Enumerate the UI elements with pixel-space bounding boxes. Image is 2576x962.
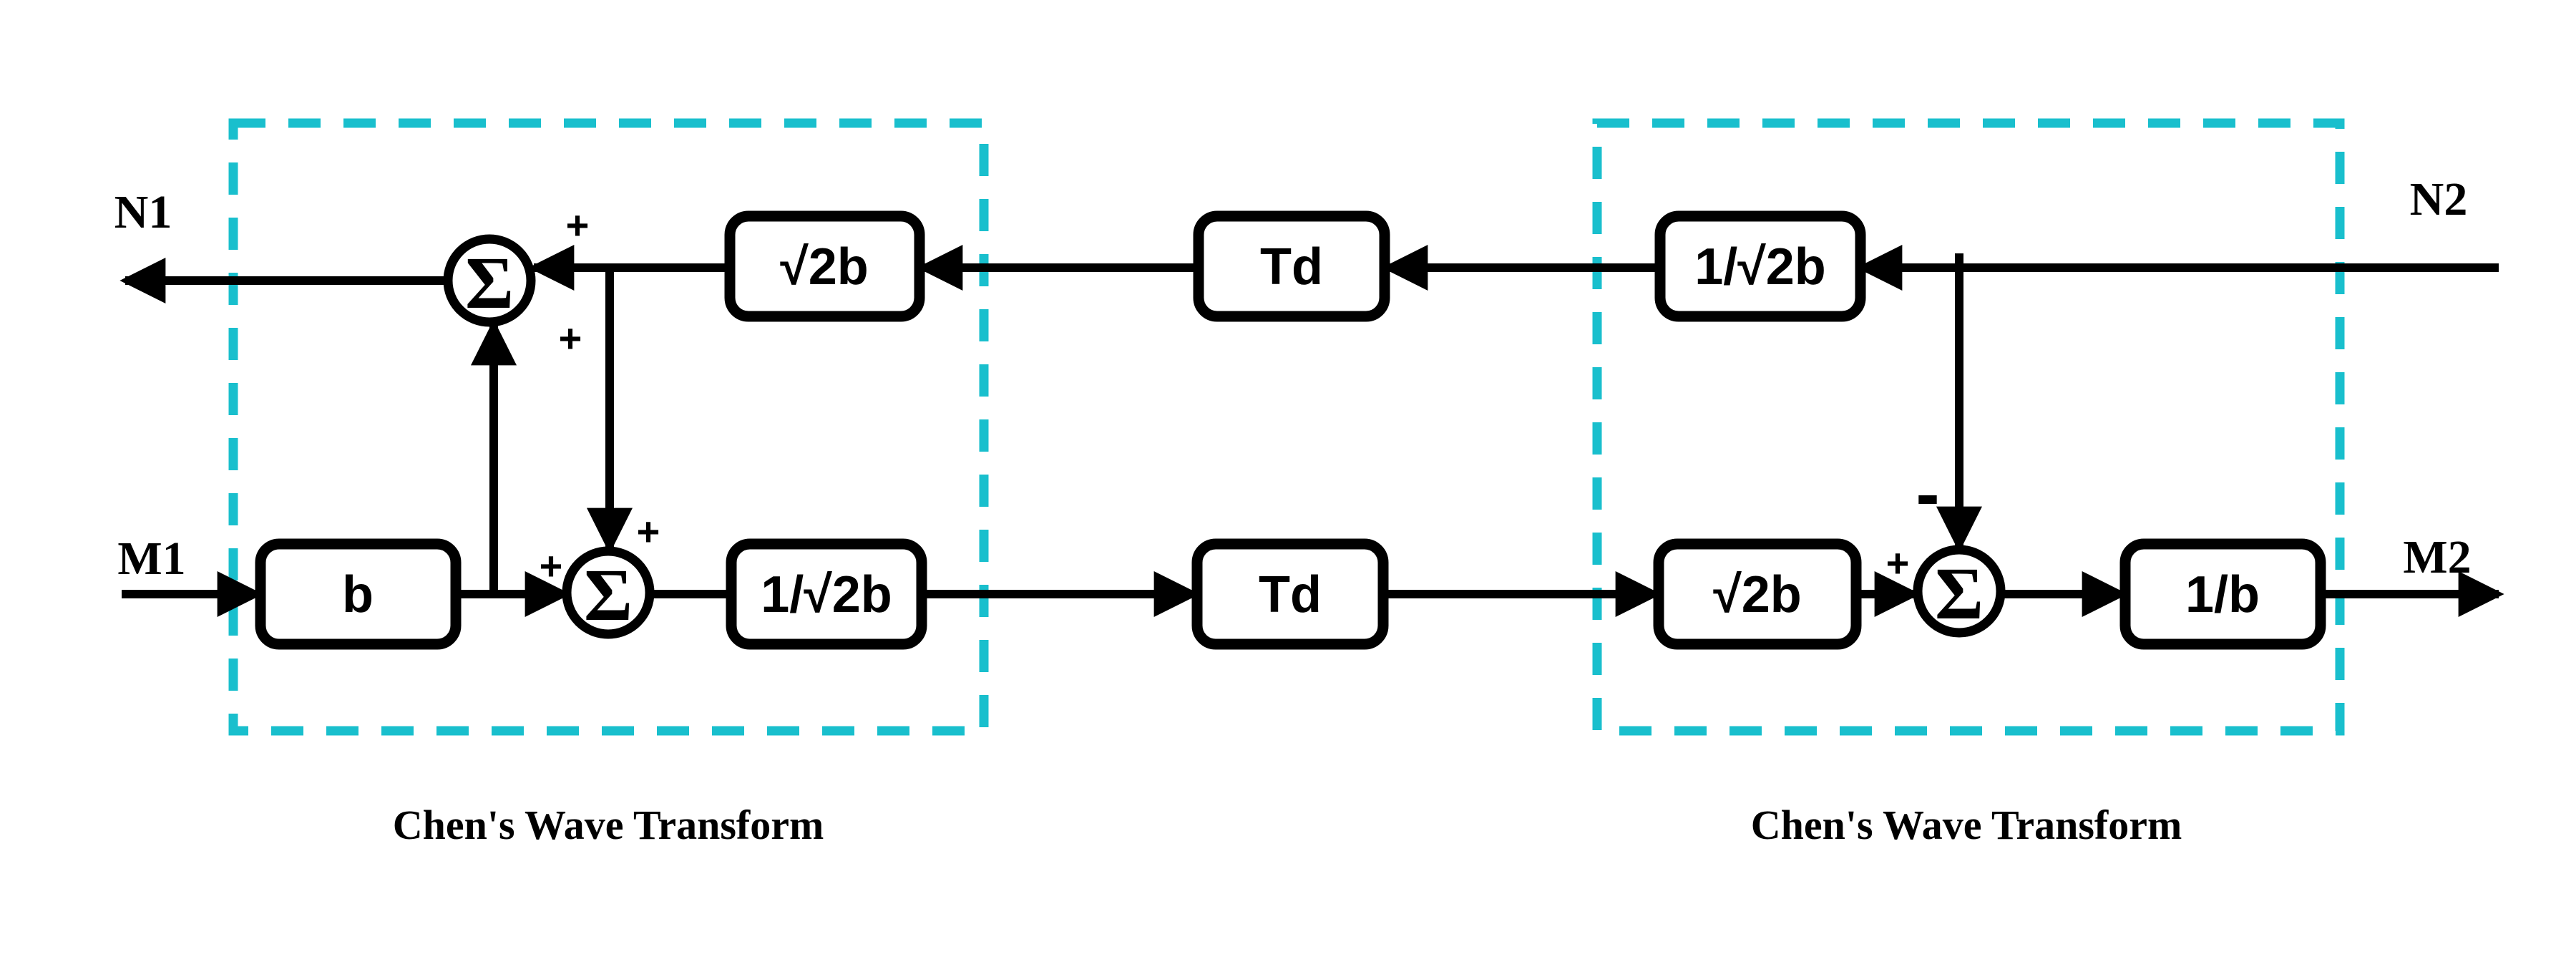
sum-left-top-sign-right: +	[566, 203, 590, 248]
block-right-top-gain-box	[1654, 210, 1866, 322]
block-bottom-delay-label: Td	[1259, 566, 1322, 623]
sum-junction-left-bottom: Σ + +	[540, 509, 660, 639]
port-label-m1: M1	[117, 533, 185, 585]
block-right-top-gain: 1/√2b	[1654, 210, 1866, 322]
block-left-bottom-gain: 1/√2b	[726, 538, 927, 650]
sum-junction-right: Σ + -	[1886, 454, 2006, 638]
block-left-bottom-gain-label: 1/√2b	[761, 566, 892, 623]
sum-left-top-sign-bottom: +	[559, 316, 582, 361]
block-left-input-gain-box	[255, 538, 462, 650]
block-left-input-gain: b	[255, 538, 462, 650]
block-left-top-gain: √2b	[724, 210, 925, 322]
sum-right-sign-top: -	[1916, 454, 1939, 534]
block-right-bottom-gain-box	[1653, 538, 1862, 650]
block-top-delay: Td	[1193, 210, 1390, 322]
block-right-output-gain-label: 1/b	[2185, 566, 2260, 623]
block-left-input-gain-label: b	[342, 566, 374, 623]
block-bottom-delay: Td	[1191, 538, 1389, 650]
sum-junction-left-top-symbol: Σ	[465, 242, 514, 324]
right-transform-boundary	[1592, 118, 2345, 736]
port-label-m2: M2	[2403, 531, 2471, 583]
block-bottom-delay-box	[1191, 538, 1389, 650]
sum-junction-right-symbol: Σ	[1935, 553, 1984, 635]
block-right-output-gain-box	[2119, 538, 2326, 650]
port-label-n2: N2	[2410, 173, 2468, 225]
block-left-top-gain-label: √2b	[780, 238, 869, 296]
block-right-output-gain: 1/b	[2119, 538, 2326, 650]
port-label-n1: N1	[114, 186, 172, 238]
caption-right-transform: Chen's Wave Transform	[1751, 802, 2182, 848]
caption-left-transform: Chen's Wave Transform	[393, 802, 824, 848]
sum-junction-right-circle	[1913, 545, 2006, 638]
left-transform-boundary	[228, 118, 989, 736]
block-right-top-gain-label: 1/√2b	[1694, 238, 1826, 296]
block-left-bottom-gain-box	[726, 538, 927, 650]
sum-left-bottom-sign-top: +	[637, 509, 660, 554]
block-right-bottom-gain-label: √2b	[1713, 566, 1802, 623]
sum-junction-left-bottom-symbol: Σ	[584, 554, 633, 636]
block-left-top-gain-box	[724, 210, 925, 322]
block-top-delay-box	[1193, 210, 1390, 322]
sum-left-bottom-sign-left: +	[540, 543, 563, 588]
sum-junction-left-top: Σ + +	[443, 203, 590, 361]
sum-right-sign-left: +	[1886, 540, 1910, 586]
block-top-delay-label: Td	[1260, 238, 1323, 296]
sum-junction-left-top-circle	[443, 234, 536, 327]
block-right-bottom-gain: √2b	[1653, 538, 1862, 650]
sum-junction-left-bottom-circle	[562, 546, 655, 639]
